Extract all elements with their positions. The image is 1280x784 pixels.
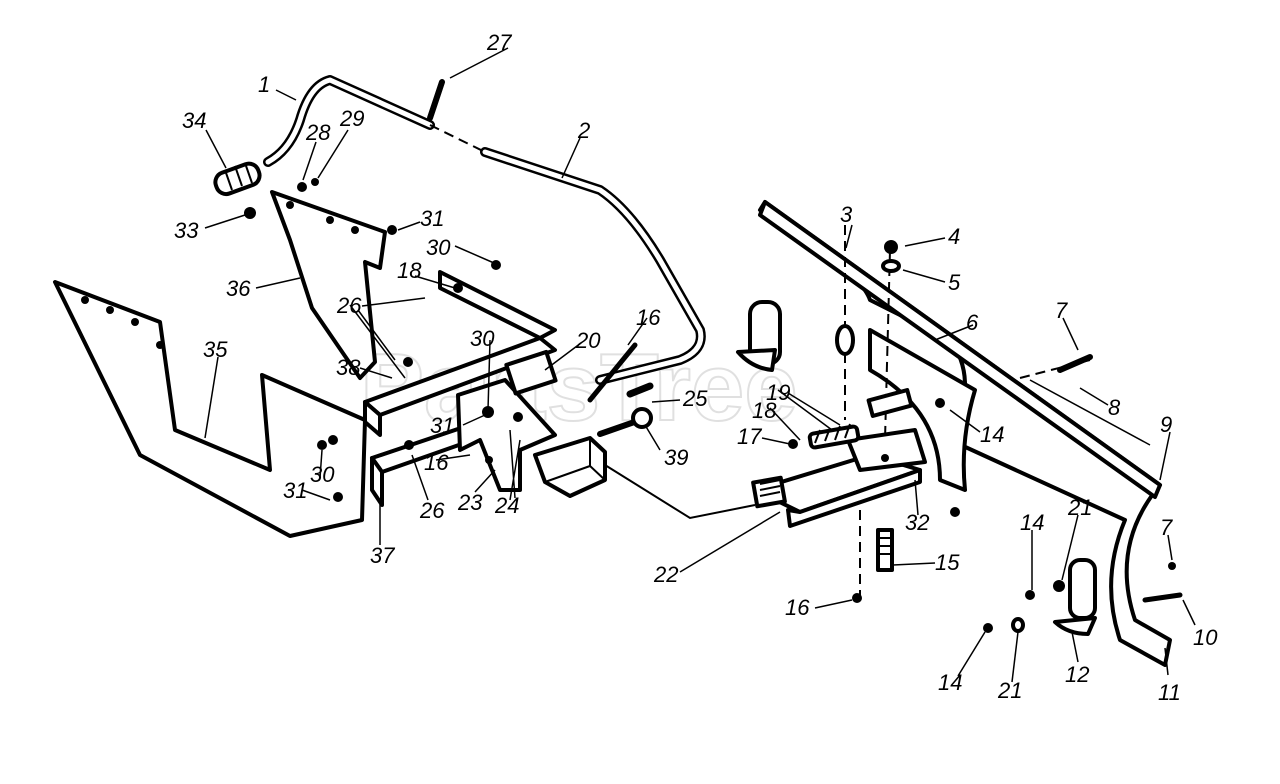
latch-part-3	[835, 225, 855, 420]
callout-32: 32	[905, 510, 929, 535]
callout-7-top: 7	[1055, 298, 1068, 323]
callout-17: 17	[737, 424, 762, 449]
callout-3: 3	[840, 202, 853, 227]
callout-28: 28	[305, 120, 331, 145]
bolt-part-25	[626, 382, 654, 398]
spring-part-19	[807, 423, 861, 450]
callout-23: 23	[457, 490, 483, 515]
callout-labels: 1 2 3 4 5 6 7 7 8 9 10 11 12 14 14 14 14…	[174, 30, 1218, 705]
mounting-plate-part-36	[270, 190, 387, 380]
callout-30-b: 30	[470, 326, 495, 351]
callout-31-c: 31	[283, 478, 307, 503]
callout-14-c: 14	[938, 670, 962, 695]
callout-16-c: 16	[785, 595, 810, 620]
handle-rod-part-2	[429, 124, 706, 385]
callout-33: 33	[174, 218, 199, 243]
bolt-part-27	[427, 79, 445, 121]
bolt-part-15	[876, 528, 894, 572]
callout-16-a: 16	[636, 305, 661, 330]
callout-16-b: 16	[424, 450, 449, 475]
hitch-tube-part-22	[533, 436, 756, 520]
callout-1: 1	[258, 72, 270, 97]
callout-39: 39	[664, 445, 688, 470]
callout-18-b: 18	[752, 398, 777, 423]
leader-lines	[204, 47, 1196, 683]
pin-part-16	[587, 342, 638, 403]
pin-part-39	[597, 407, 653, 437]
mounting-plate-part-35	[53, 280, 367, 538]
callout-20: 20	[575, 328, 601, 353]
callout-29: 29	[339, 106, 364, 131]
callout-2: 2	[577, 118, 590, 143]
callout-5: 5	[948, 270, 961, 295]
callout-35: 35	[203, 337, 228, 362]
assembly-line-7-8	[1019, 359, 1091, 379]
callout-9: 9	[1160, 412, 1172, 437]
callout-19: 19	[766, 380, 790, 405]
callout-26-b: 26	[419, 498, 445, 523]
plow-blade-part-9	[736, 200, 1172, 667]
callout-12: 12	[1065, 662, 1089, 687]
callout-18-a: 18	[397, 258, 422, 283]
callout-10: 10	[1193, 625, 1218, 650]
callout-31-a: 31	[420, 206, 444, 231]
callout-11: 11	[1158, 680, 1181, 705]
callout-38: 38	[336, 355, 361, 380]
hand-grip-part-34	[213, 161, 262, 197]
callout-6: 6	[966, 310, 979, 335]
callout-34: 34	[182, 108, 206, 133]
callout-27: 27	[486, 30, 512, 55]
small-hardware	[244, 178, 1183, 633]
callout-7-bottom: 7	[1160, 515, 1173, 540]
callout-21-b: 21	[997, 678, 1022, 703]
callout-25: 25	[682, 386, 708, 411]
callout-37: 37	[370, 543, 395, 568]
callout-30-a: 30	[426, 235, 451, 260]
callout-8: 8	[1108, 395, 1121, 420]
callout-14-a: 14	[980, 422, 1004, 447]
pivot-plate-part-32	[751, 428, 927, 528]
handle-rod-part-1	[263, 75, 435, 167]
callout-31-b: 31	[430, 413, 454, 438]
callout-21-a: 21	[1067, 495, 1092, 520]
frame-rail-part-38	[363, 270, 557, 437]
callout-14-b: 14	[1020, 510, 1044, 535]
callout-4: 4	[948, 224, 960, 249]
callout-24: 24	[494, 493, 519, 518]
callout-22: 22	[653, 562, 678, 587]
callout-15: 15	[935, 550, 960, 575]
callout-26-a: 26	[336, 293, 362, 318]
callout-30-c: 30	[310, 462, 335, 487]
callout-36: 36	[226, 276, 251, 301]
